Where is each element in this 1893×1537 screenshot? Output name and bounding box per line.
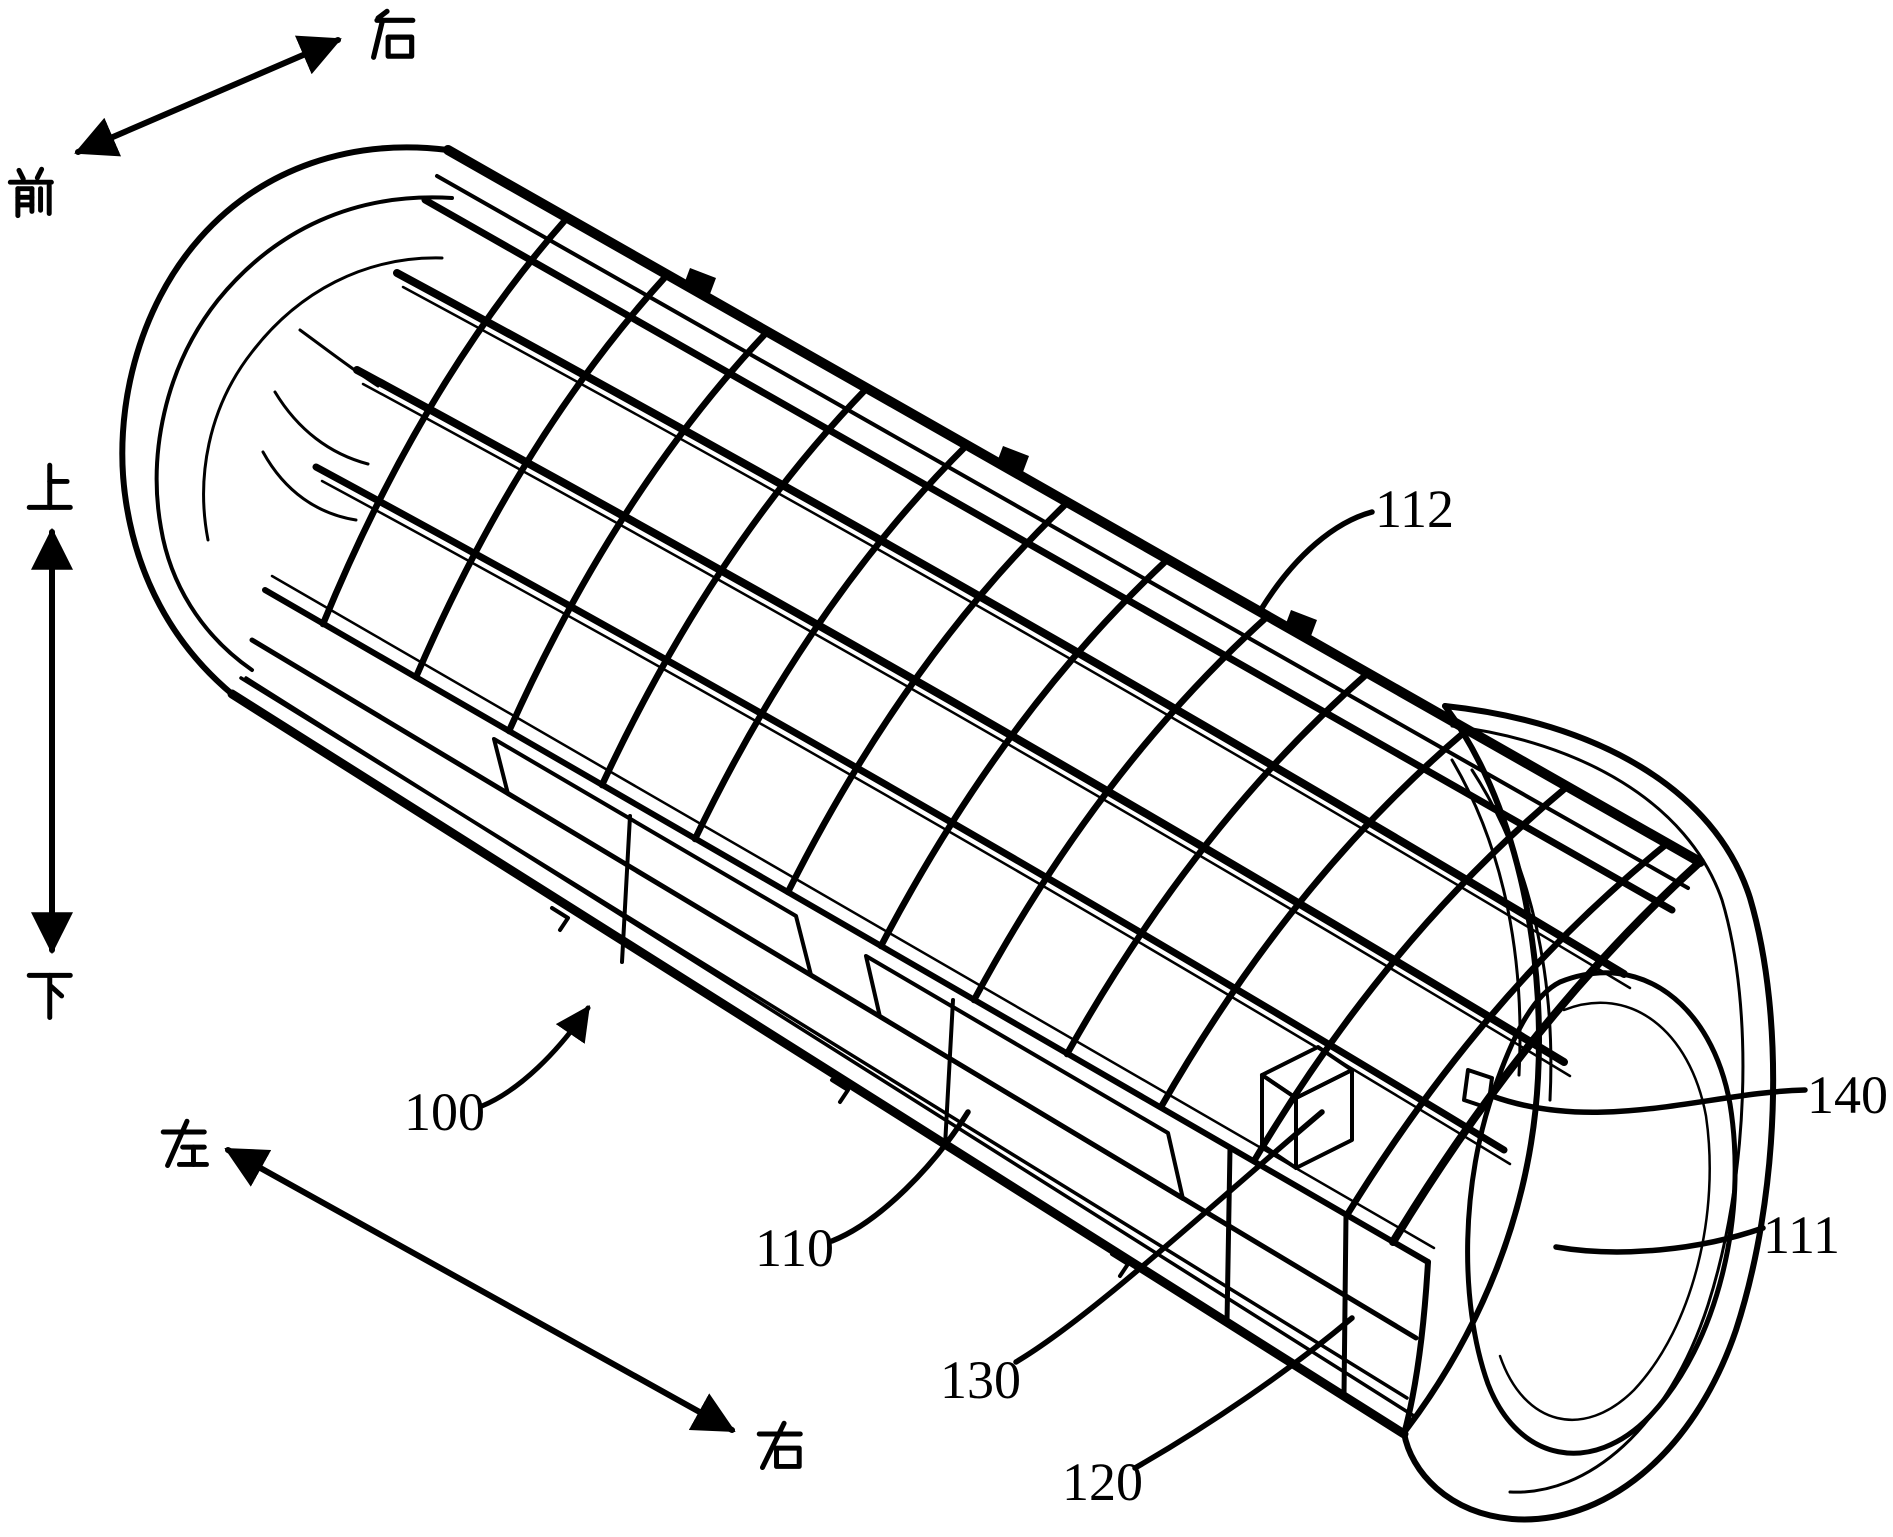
ref-120: 120 bbox=[1062, 1315, 1355, 1512]
left-right-axis bbox=[160, 1118, 803, 1471]
fastener-details bbox=[550, 268, 1317, 1278]
ref-130: 130 bbox=[940, 1109, 1325, 1410]
direction-label-down-hanzi bbox=[26, 972, 73, 1021]
ref-140-leader bbox=[1489, 1087, 1808, 1116]
end-cap-face bbox=[1465, 970, 1738, 1456]
direction-label-right-hanzi bbox=[756, 1420, 803, 1471]
ref-112-leader bbox=[1259, 509, 1375, 611]
air-conditioner-unit-drawing bbox=[119, 144, 1777, 1523]
control-box bbox=[1260, 1045, 1354, 1170]
direction-label-left-hanzi bbox=[160, 1118, 209, 1169]
ref-140-label: 140 bbox=[1807, 1065, 1888, 1125]
grille-longitudinal-rails bbox=[312, 269, 1632, 1166]
ref-110-label: 110 bbox=[755, 1218, 834, 1278]
front-face-openings bbox=[492, 737, 1185, 1201]
reference-annotations: 100 110 111 112 120 130 140 bbox=[404, 479, 1888, 1512]
ref-140: 140 bbox=[1489, 1065, 1888, 1125]
left-right-arrow bbox=[224, 1147, 736, 1433]
ref-111: 111 bbox=[1553, 1205, 1840, 1265]
direction-label-front-hanzi bbox=[7, 166, 54, 219]
bottom-front-edge bbox=[227, 676, 1416, 1439]
direction-label-rear-hanzi bbox=[371, 8, 416, 60]
ref-130-leader bbox=[1013, 1109, 1325, 1365]
left-end-cap bbox=[119, 144, 454, 697]
ref-100-label: 100 bbox=[404, 1082, 485, 1142]
front-rear-axis bbox=[7, 8, 416, 219]
ref-100-leader bbox=[479, 1005, 591, 1109]
ref-112-label: 112 bbox=[1375, 479, 1454, 539]
ref-120-label: 120 bbox=[1062, 1452, 1143, 1512]
ref-111-leader bbox=[1553, 1225, 1766, 1255]
direction-label-up-hanzi bbox=[26, 462, 73, 510]
front-rear-arrow bbox=[74, 35, 342, 157]
ref-110-leader bbox=[829, 1109, 971, 1244]
ref-120-leader bbox=[1132, 1315, 1355, 1471]
up-down-axis bbox=[26, 462, 73, 1021]
ref-112: 112 bbox=[1259, 479, 1454, 611]
direction-indicators bbox=[7, 8, 803, 1471]
ref-111-label: 111 bbox=[1763, 1205, 1840, 1265]
ref-110: 110 bbox=[755, 1109, 971, 1278]
ref-130-label: 130 bbox=[940, 1350, 1021, 1410]
front-panel-rails bbox=[239, 574, 1436, 1437]
ref-100: 100 bbox=[404, 1005, 591, 1142]
